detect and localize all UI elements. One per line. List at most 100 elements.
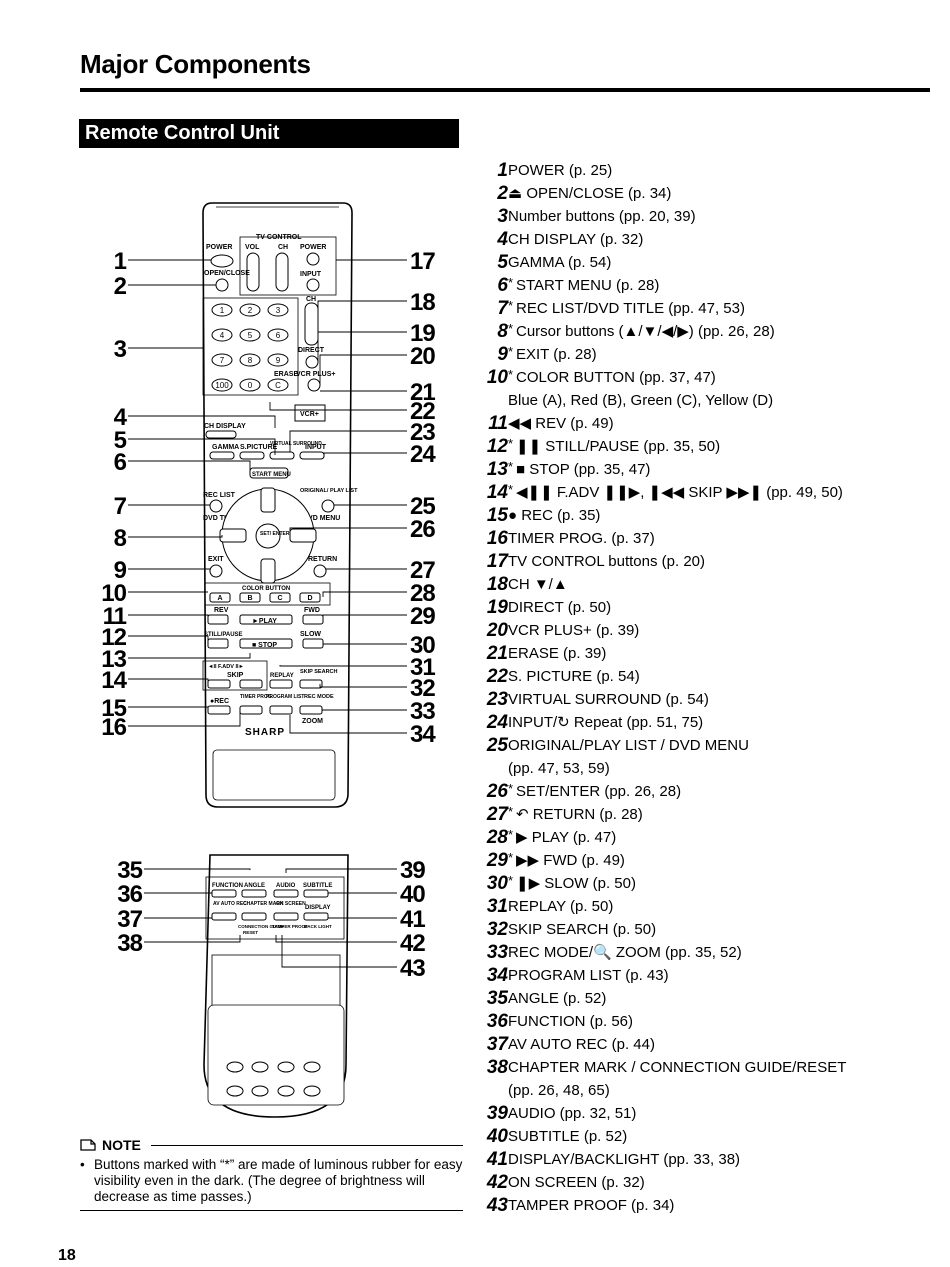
- skip-forward-button[interactable]: [239, 679, 263, 689]
- number-key[interactable]: [239, 303, 261, 317]
- number-key[interactable]: [267, 303, 289, 317]
- label-skip: SKIP: [227, 672, 244, 679]
- label-dvd-menu: DVD MENU: [303, 515, 340, 522]
- start-menu-button[interactable]: [249, 467, 289, 479]
- fwd-button[interactable]: [302, 614, 324, 625]
- callout-number: 35: [117, 857, 142, 884]
- av-auto-rec-button[interactable]: [211, 912, 237, 921]
- function-button[interactable]: [211, 889, 237, 898]
- remote-control-diagram: TV CONTROL POWER VOL CH POWER INPUT OPEN…: [101, 202, 437, 1118]
- color-key[interactable]: [269, 592, 291, 603]
- callout-number: 6: [114, 449, 127, 476]
- label-dvd-title: DVD TITLE: [203, 515, 239, 522]
- callout-line: [144, 917, 213, 919]
- callout-line: [327, 917, 397, 919]
- color-key[interactable]: [299, 592, 321, 603]
- callout-line: [319, 354, 407, 385]
- ch-rocker[interactable]: [304, 302, 319, 346]
- legend-star: *: [508, 781, 514, 796]
- callout-number: 7: [114, 493, 127, 520]
- legend-item: 26*SET/ENTER (pp. 26, 28): [478, 780, 938, 803]
- number-key[interactable]: [211, 378, 233, 392]
- rec-list-button[interactable]: [209, 499, 223, 513]
- skip-back-button[interactable]: [207, 679, 231, 689]
- direct-button[interactable]: [305, 355, 319, 369]
- input-button[interactable]: [299, 451, 325, 460]
- battery-cover: [212, 749, 336, 801]
- return-button[interactable]: [313, 564, 327, 578]
- legend-item: 7*REC LIST/DVD TITLE (pp. 47, 53): [478, 297, 938, 320]
- program-list-button[interactable]: [269, 705, 293, 715]
- gamma-button[interactable]: [209, 451, 235, 460]
- legend-description: POWER (p. 25): [508, 162, 613, 179]
- number-key[interactable]: [211, 303, 233, 317]
- legend-description: (pp. 47, 53, 59): [508, 760, 610, 777]
- virtual-surround-button[interactable]: [269, 451, 295, 460]
- rev-button[interactable]: [207, 614, 229, 625]
- stop-button[interactable]: [239, 638, 293, 649]
- original-play-list-button[interactable]: [321, 499, 335, 513]
- cover-key: [251, 1085, 269, 1097]
- note-title: NOTE: [102, 1137, 141, 1153]
- display-button[interactable]: [303, 912, 329, 921]
- note-text: Buttons marked with “*” are made of lumi…: [94, 1157, 463, 1204]
- label-s-picture: S.PICTURE: [240, 444, 278, 451]
- number-key[interactable]: [239, 353, 261, 367]
- cursor-up-button[interactable]: [260, 487, 276, 513]
- label-display: DISPLAY: [305, 905, 330, 911]
- legend-description: S. PICTURE (p. 54): [508, 668, 640, 685]
- callout-line: [317, 331, 407, 362]
- number-key[interactable]: [239, 328, 261, 342]
- skip-search-button[interactable]: [299, 679, 323, 689]
- vcr-plus-button[interactable]: [307, 378, 321, 392]
- exit-button[interactable]: [209, 564, 223, 578]
- callout-number: 15: [101, 695, 126, 722]
- number-key[interactable]: [211, 328, 233, 342]
- label-rev: REV: [214, 607, 229, 614]
- callout-number: 5: [114, 427, 127, 454]
- number-key[interactable]: [267, 378, 289, 392]
- legend-number: 1: [497, 160, 508, 181]
- tv-ch-rocker[interactable]: [275, 252, 289, 292]
- cursor-down-button[interactable]: [260, 558, 276, 584]
- number-key[interactable]: [239, 378, 261, 392]
- legend-description: START MENU (p. 28): [516, 277, 660, 294]
- still-pause-button[interactable]: [207, 638, 229, 649]
- color-key[interactable]: [239, 592, 261, 603]
- label-f-adv: ◄II F.ADV II►: [208, 664, 244, 670]
- on-screen-button[interactable]: [273, 912, 299, 921]
- rec-button[interactable]: [207, 705, 231, 715]
- rec-mode-button[interactable]: [299, 705, 323, 715]
- number-key[interactable]: [267, 328, 289, 342]
- slow-button[interactable]: [302, 638, 324, 649]
- chapter-mark-button[interactable]: [241, 912, 267, 921]
- set-enter-button[interactable]: [255, 523, 281, 549]
- number-key[interactable]: [267, 353, 289, 367]
- legend-description: REC LIST/DVD TITLE (pp. 47, 53): [516, 300, 745, 317]
- number-key-label: 5: [248, 331, 253, 340]
- tv-power-button[interactable]: [306, 252, 320, 266]
- ch-display-button[interactable]: [205, 430, 237, 439]
- replay-button[interactable]: [269, 679, 293, 689]
- cursor-left-button[interactable]: [219, 528, 247, 543]
- timer-prog-button[interactable]: [239, 705, 263, 715]
- vol-rocker[interactable]: [246, 252, 260, 292]
- color-key[interactable]: [209, 592, 231, 603]
- number-key[interactable]: [211, 353, 233, 367]
- label-return: RETURN: [308, 556, 337, 563]
- open-close-button[interactable]: [215, 278, 229, 292]
- angle-button[interactable]: [241, 889, 267, 898]
- tv-input-button[interactable]: [306, 278, 320, 292]
- power-button[interactable]: [210, 254, 234, 268]
- audio-button[interactable]: [273, 889, 299, 898]
- legend-item: (pp. 26, 48, 65): [478, 1079, 938, 1102]
- subtitle-button[interactable]: [303, 889, 329, 898]
- play-button[interactable]: [239, 614, 293, 625]
- number-key-label: 4: [220, 331, 225, 340]
- s-picture-button[interactable]: [239, 451, 265, 460]
- callout-line: [317, 300, 407, 323]
- cursor-right-button[interactable]: [289, 528, 317, 543]
